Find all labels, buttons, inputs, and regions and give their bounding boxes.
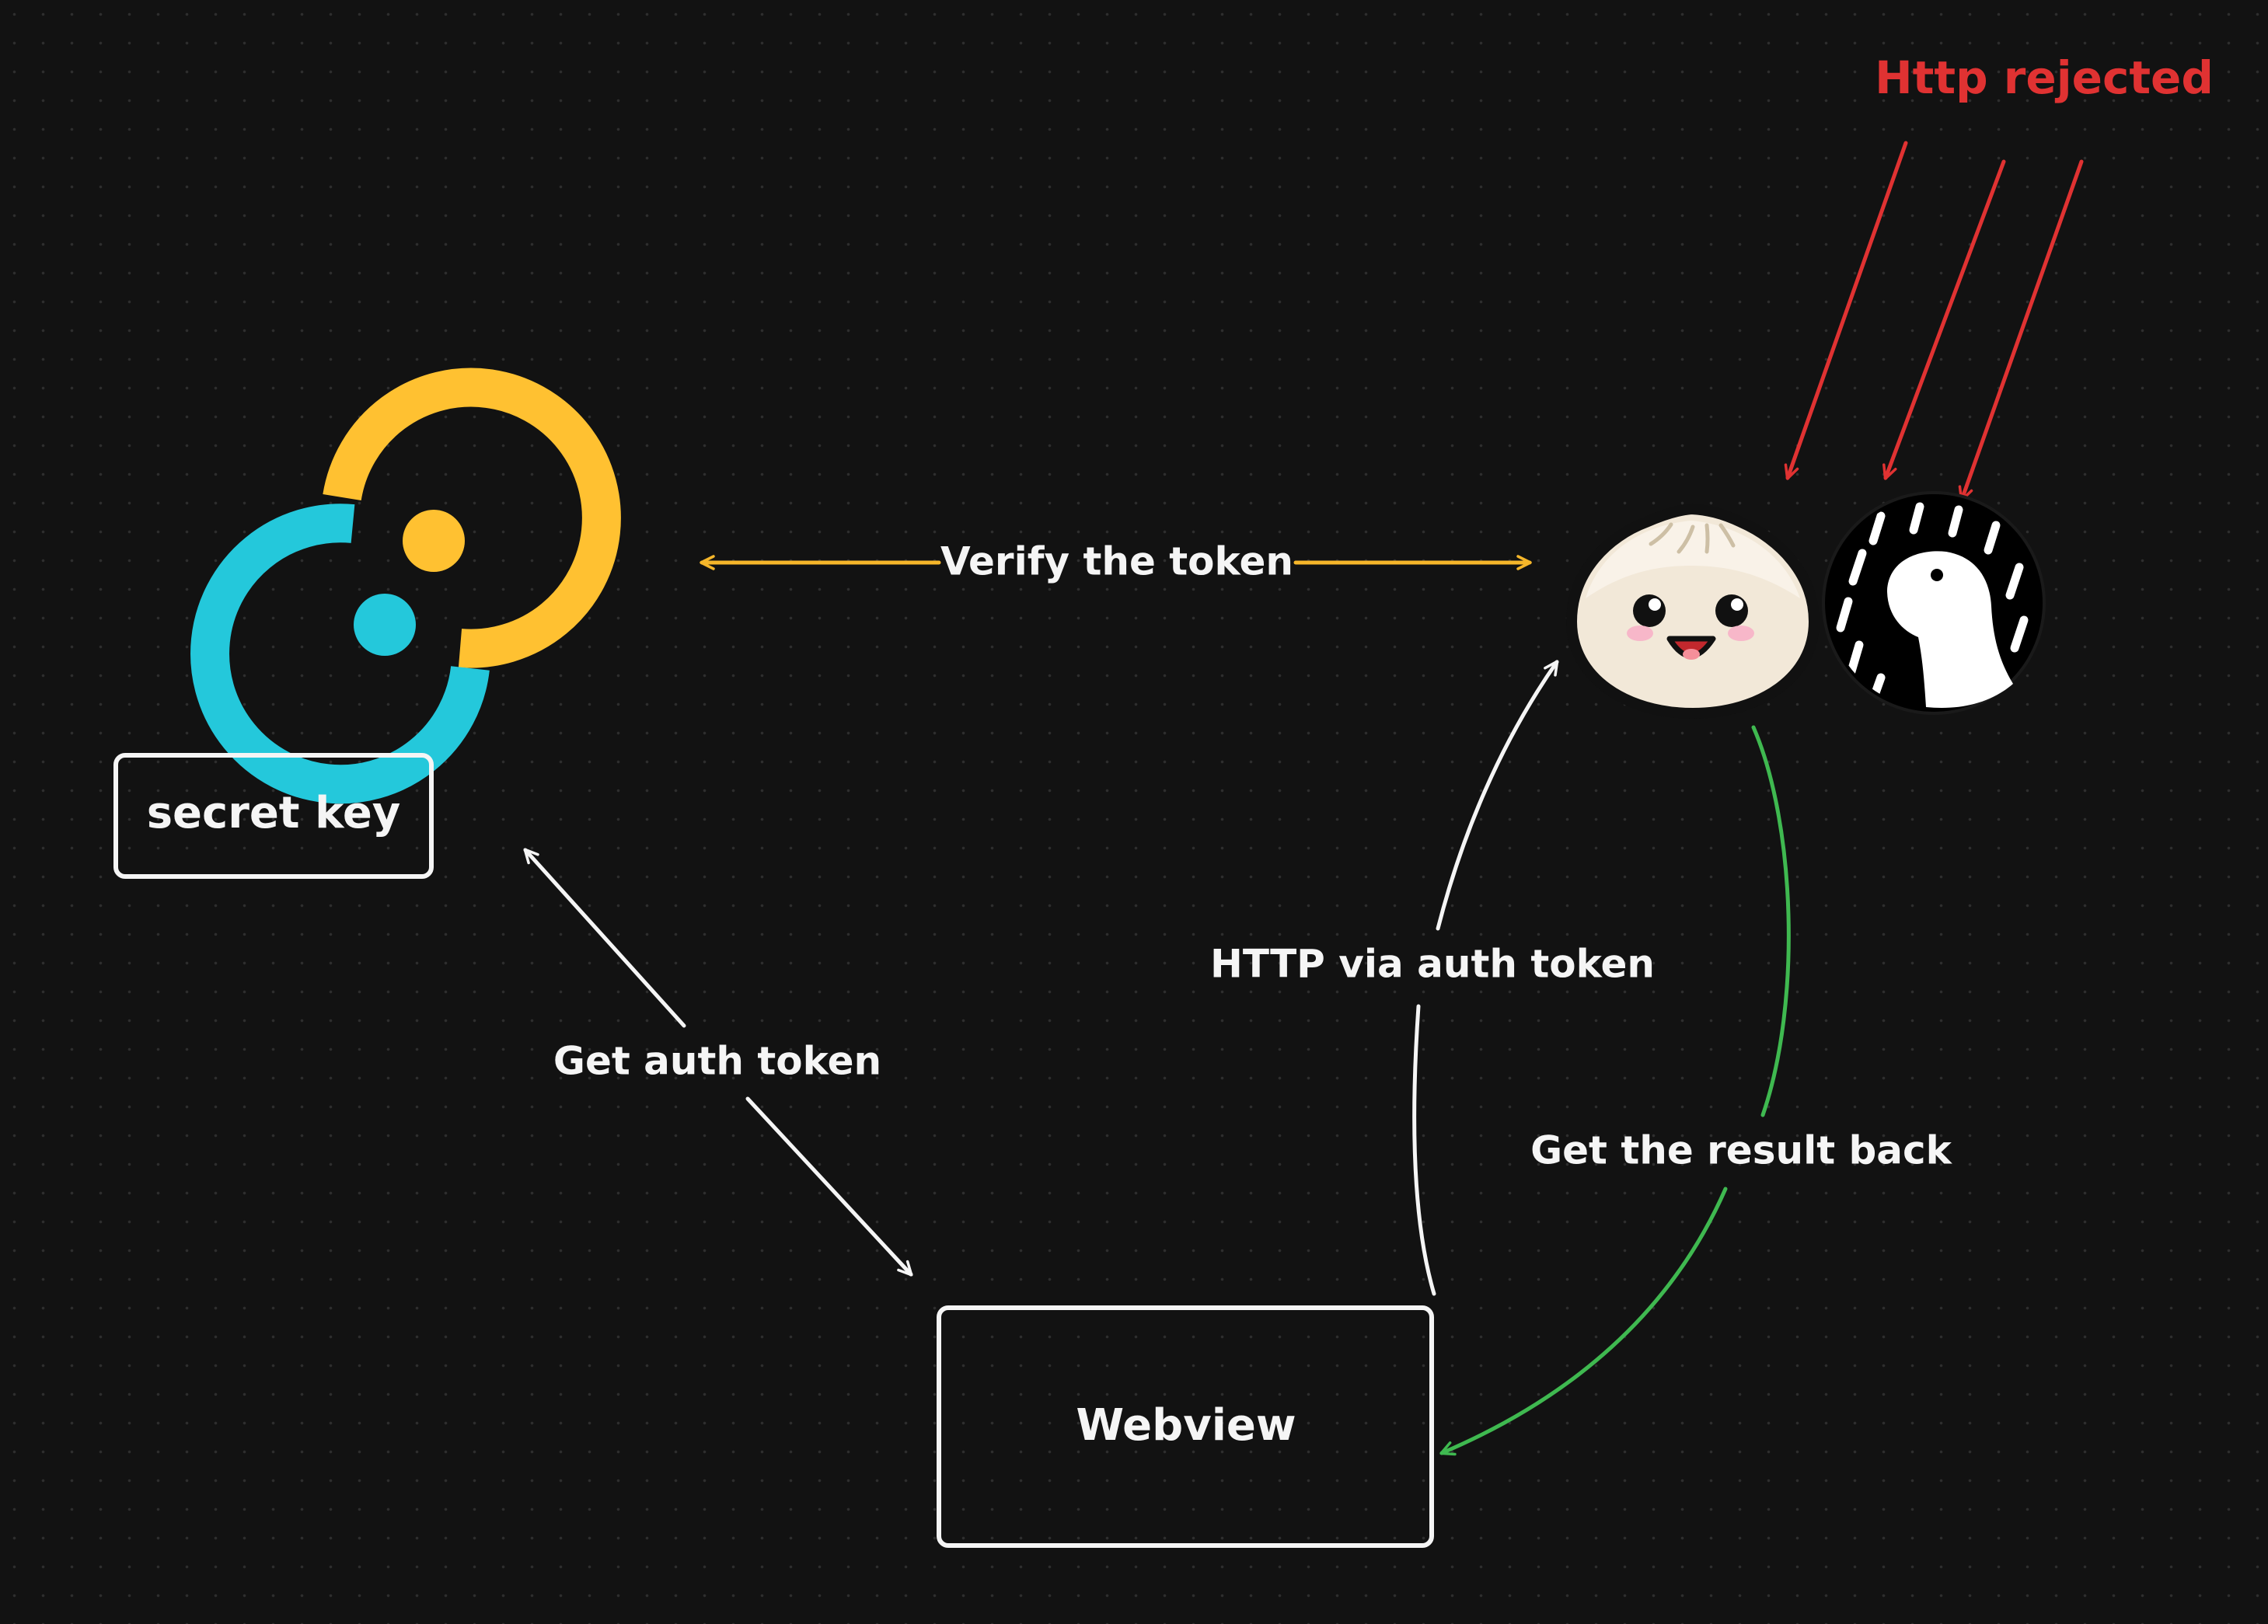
- bun-mascot-icon: [1566, 504, 1820, 719]
- http-rejected-edge: Http rejected: [1784, 51, 2214, 502]
- secret-key-box: [113, 753, 434, 879]
- result-back-edge: Get the result back: [1439, 725, 1953, 1456]
- webview-box: [937, 1305, 1434, 1548]
- webview-label: Webview: [1076, 1400, 1296, 1451]
- result-back-label: Get the result back: [1530, 1128, 1953, 1173]
- secret-key-label: secret key: [147, 788, 401, 838]
- tauri-logo-icon: [190, 368, 621, 804]
- http-auth-token-label: HTTP via auth token: [1210, 942, 1655, 987]
- verify-token-edge: Verify the token: [700, 539, 1532, 584]
- get-auth-token-edge: Get auth token: [523, 848, 913, 1277]
- get-auth-token-label: Get auth token: [553, 1039, 881, 1084]
- verify-token-label: Verify the token: [940, 539, 1293, 584]
- http-rejected-label: Http rejected: [1875, 51, 2214, 104]
- http-auth-token-edge: HTTP via auth token: [1210, 660, 1655, 1296]
- deno-logo-icon: [1822, 491, 2046, 715]
